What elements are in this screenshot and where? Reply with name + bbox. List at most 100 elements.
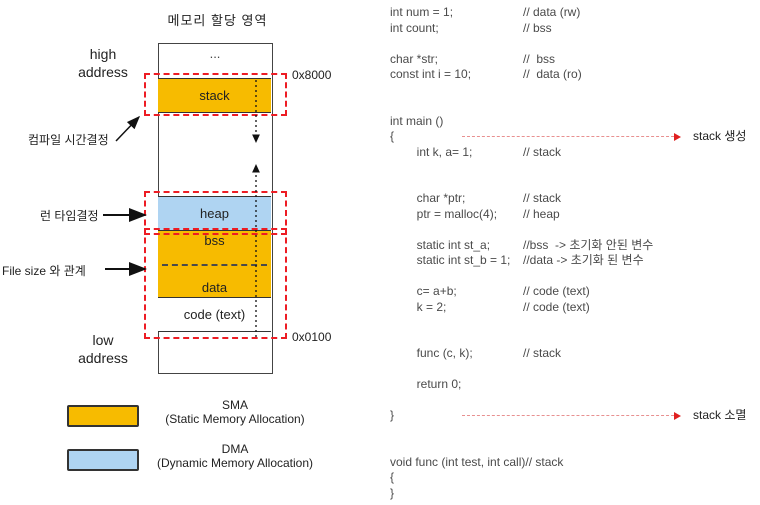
- code-text: {: [390, 470, 395, 484]
- code-text: [390, 424, 523, 440]
- code-line: [390, 315, 760, 331]
- heap-section: heap: [158, 196, 271, 231]
- code-line: [390, 222, 760, 238]
- code-comment: // bss: [523, 51, 556, 66]
- code-comment: // stack: [523, 144, 562, 159]
- bss-data-section: bss data: [158, 231, 271, 298]
- code-comment: // data (ro): [523, 67, 582, 81]
- heap-section-label: heap: [200, 206, 229, 221]
- run-time-annotation: 런 타임결정: [40, 209, 99, 223]
- code-comment: //data -> 초기화 된 변수: [523, 253, 644, 267]
- dma-legend-swatch: [67, 449, 139, 471]
- code-text: char *ptr;: [390, 191, 466, 205]
- code-line: [390, 36, 760, 52]
- code-text: [390, 36, 523, 52]
- code-text-section: code (text): [158, 298, 271, 332]
- code-text: [390, 393, 523, 409]
- code-line: void func (int test, int call)// stack: [390, 455, 760, 471]
- code-line: [390, 393, 760, 409]
- code-line: [390, 424, 760, 440]
- code-text: [390, 83, 523, 99]
- code-text: [390, 98, 523, 114]
- low-address-label: low address: [58, 331, 148, 367]
- dma-legend-text: DMA (Dynamic Memory Allocation): [145, 442, 325, 470]
- sma-legend-swatch: [67, 405, 139, 427]
- code-line: char *str; // bss: [390, 52, 760, 68]
- dma-legend-subtitle: (Dynamic Memory Allocation): [156, 456, 314, 470]
- code-text: }: [390, 485, 395, 500]
- diagram-title: 메모리 할당 영역: [167, 13, 268, 28]
- code-line: func (c, k);// stack: [390, 346, 760, 362]
- compile-time-arrow: [115, 115, 141, 142]
- code-line: static int st_b = 1; //data -> 초기화 된 변수: [390, 253, 760, 269]
- code-line: char *ptr; // stack: [390, 191, 760, 207]
- code-text: int main (): [390, 113, 444, 128]
- code-text: }: [390, 408, 395, 422]
- code-line: int main (): [390, 114, 760, 130]
- code-text: void func (int test, int call): [390, 454, 526, 469]
- stack-lifecycle-annotation: stack 소멸: [462, 408, 746, 424]
- code-text: {: [390, 129, 395, 143]
- code-line: int k, a= 1;// stack: [390, 145, 760, 161]
- code-text: ptr = malloc(4);: [390, 206, 498, 221]
- code-line: k = 2; // code (text): [390, 300, 760, 316]
- code-text: [390, 160, 523, 176]
- code-comment: // stack: [523, 191, 562, 205]
- code-line: int count; // bss: [390, 21, 760, 37]
- code-line: ptr = malloc(4); // heap: [390, 207, 760, 223]
- data-section-label: data: [201, 280, 228, 295]
- code-text: const int i = 10;: [390, 67, 472, 81]
- stack-section: stack: [158, 78, 271, 113]
- code-text: char *str;: [390, 51, 439, 66]
- code-text: [390, 176, 523, 192]
- code-text: func (c, k);: [390, 346, 473, 360]
- code-line: {: [390, 470, 760, 486]
- high-address-line1: high: [89, 46, 117, 62]
- code-text: k = 2;: [390, 299, 447, 314]
- code-comment: // code (text): [523, 299, 590, 314]
- code-text: [390, 269, 523, 285]
- code-text: [390, 315, 523, 331]
- stack-lifecycle-label: stack 소멸: [693, 408, 747, 422]
- code-line: }: [390, 486, 760, 502]
- code-comment: // heap: [523, 206, 560, 221]
- code-line: int num = 1; // data (rw): [390, 5, 760, 21]
- code-text: static int st_b = 1;: [390, 253, 511, 267]
- file-size-annotation: File size 와 관계: [2, 264, 86, 278]
- code-line: [390, 160, 760, 176]
- code-line: [390, 362, 760, 378]
- dma-legend-title: DMA: [221, 442, 249, 456]
- stack-lifecycle-annotation: stack 생성: [462, 129, 746, 145]
- address-0x8000-label: 0x8000: [292, 68, 332, 82]
- red-dashed-arrow-line: [462, 415, 674, 417]
- bss-data-divider-line: [162, 264, 267, 266]
- low-address-line2: address: [78, 350, 128, 366]
- code-pane: int num = 1; // data (rw) int count; // bss…: [382, 3, 760, 501]
- code-comment: // stack: [525, 454, 564, 469]
- bss-section-label: bss: [204, 233, 225, 248]
- code-line: [390, 176, 760, 192]
- stack-lifecycle-label: stack 생성: [693, 129, 747, 143]
- code-line: c= a+b; // code (text): [390, 284, 760, 300]
- red-dashed-arrow-line: [462, 136, 674, 138]
- code-comment: // code (text): [523, 284, 590, 298]
- code-text: int num = 1;: [390, 5, 454, 19]
- code-line: [390, 269, 760, 285]
- code-line: [390, 83, 760, 99]
- memory-top-ellipsis: ...: [209, 46, 221, 61]
- sma-legend-subtitle: (Static Memory Allocation): [165, 412, 305, 426]
- red-arrowhead-icon: [674, 411, 681, 420]
- low-address-line1: low: [92, 332, 114, 348]
- code-comment: //bss -> 초기화 안된 변수: [523, 237, 654, 252]
- high-address-label: high address: [58, 45, 148, 81]
- address-0x0100-label: 0x0100: [292, 330, 332, 344]
- code-text: c= a+b;: [390, 284, 457, 298]
- code-comment: // bss: [523, 20, 552, 35]
- code-line: return 0;: [390, 377, 760, 393]
- memory-layout-diagram: 메모리 할당 영역 ... stack heap bss data code (…: [2, 13, 332, 471]
- code-comment: // data (rw): [523, 5, 581, 19]
- stack-section-label: stack: [199, 88, 230, 103]
- code-line: { stack 생성: [390, 129, 760, 145]
- code-text: int count;: [390, 20, 439, 35]
